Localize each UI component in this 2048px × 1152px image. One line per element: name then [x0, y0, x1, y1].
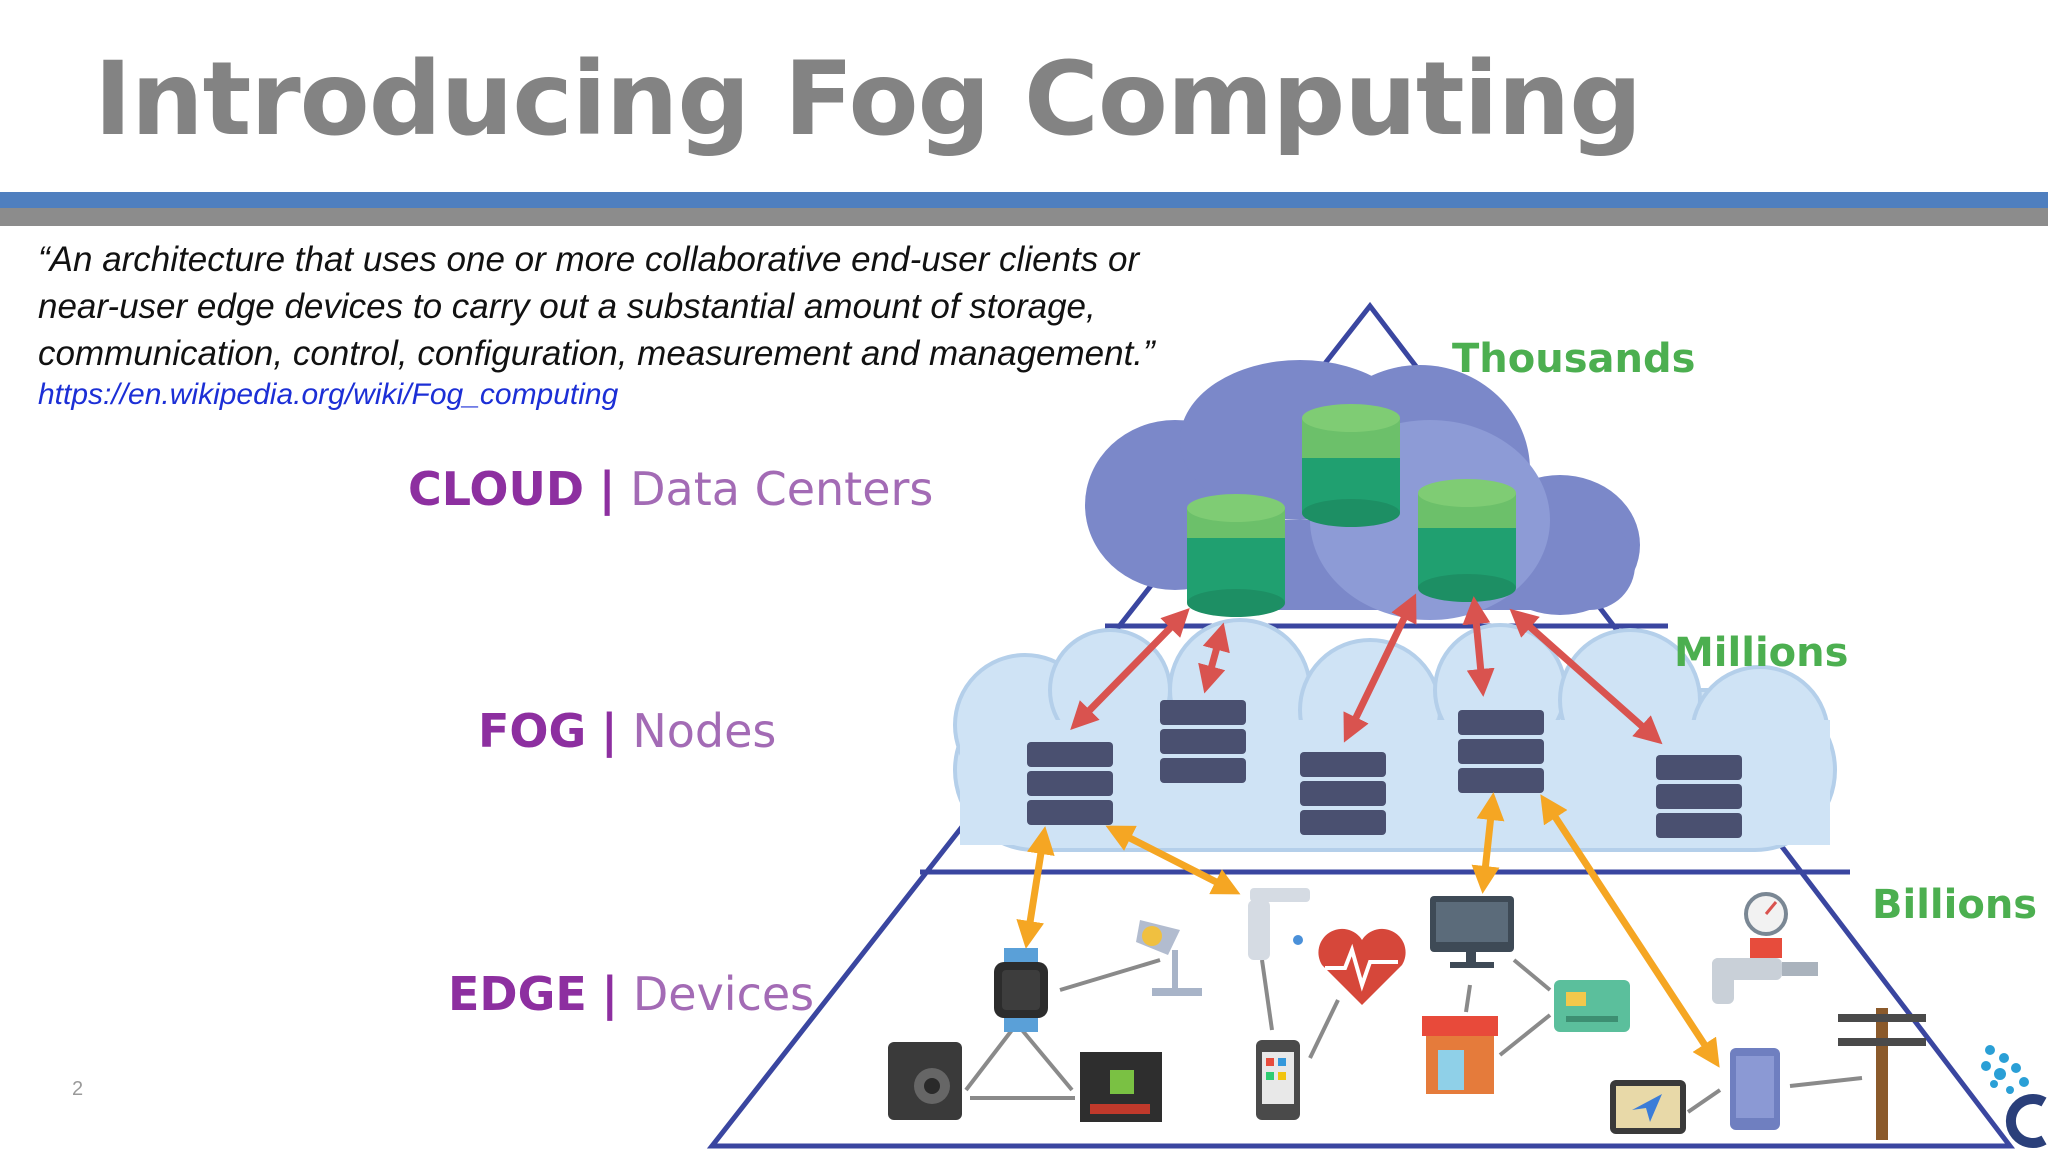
page-title: Introducing Fog Computing [94, 40, 1642, 159]
definition-quote: “An architecture that uses one or more c… [38, 236, 1278, 377]
smartphone-icon [1256, 1040, 1300, 1120]
tablet-icon [1730, 1048, 1780, 1130]
credit-card-icon [1554, 980, 1630, 1032]
edge-layer-name: EDGE [448, 967, 587, 1021]
slide-number: 2 [72, 1078, 84, 1100]
monitor-icon [1430, 896, 1514, 968]
red-arrows [1070, 593, 1663, 745]
fog-layer-name: FOG [478, 704, 587, 758]
server-icon [1027, 742, 1113, 825]
orange-arrows [1016, 792, 1720, 1068]
heart-rate-icon [1318, 928, 1406, 1005]
logo-letter [2005, 1094, 2047, 1148]
smartwatch-icon [994, 948, 1048, 1032]
quote-line: near-user edge devices to carry out a su… [38, 287, 1096, 326]
edge-layer-label: EDGE | Devices [448, 967, 814, 1021]
logo-icon [1981, 1045, 2029, 1094]
storefront-icon [1422, 1016, 1498, 1094]
fog-layer-separator: | [600, 704, 618, 758]
header-divider-blue [0, 192, 2048, 208]
cloud-layer-desc: Data Centers [630, 462, 934, 516]
edge-count-label: Billions [1872, 882, 2038, 928]
pressure-gauge-icon [1712, 892, 1818, 1004]
circuit-board-icon [1080, 1052, 1162, 1122]
utility-pole-icon [1838, 1008, 1926, 1140]
faucet-icon [1248, 888, 1310, 960]
database-icon [1418, 479, 1516, 602]
wikipedia-link[interactable]: https://en.wikipedia.org/wiki/Fog_comput… [38, 378, 619, 411]
header-divider-gray [0, 208, 2048, 226]
edge-layer-separator: | [601, 967, 619, 1021]
quote-line: communication, control, configuration, m… [38, 334, 1155, 373]
speaker-icon [888, 1042, 962, 1120]
desk-lamp-icon [1136, 920, 1202, 996]
fog-layer-label: FOG | Nodes [478, 704, 776, 758]
cloud-count-label: Thousands [1452, 336, 1696, 382]
server-icon [1656, 755, 1742, 838]
cloud-layer-separator: | [598, 462, 616, 516]
gps-tablet-icon [1610, 1080, 1686, 1134]
cloud-layer-name: CLOUD [408, 462, 585, 516]
server-icon [1300, 752, 1386, 835]
edge-layer-desc: Devices [632, 967, 815, 1021]
fog-count-label: Millions [1674, 630, 1849, 676]
cloud-layer-label: CLOUD | Data Centers [408, 462, 933, 516]
server-icon [1160, 700, 1246, 783]
database-icon [1187, 494, 1285, 617]
database-icon [1302, 404, 1400, 527]
fog-layer-desc: Nodes [632, 704, 777, 758]
server-icon [1458, 710, 1544, 793]
quote-line: “An architecture that uses one or more c… [38, 240, 1140, 279]
